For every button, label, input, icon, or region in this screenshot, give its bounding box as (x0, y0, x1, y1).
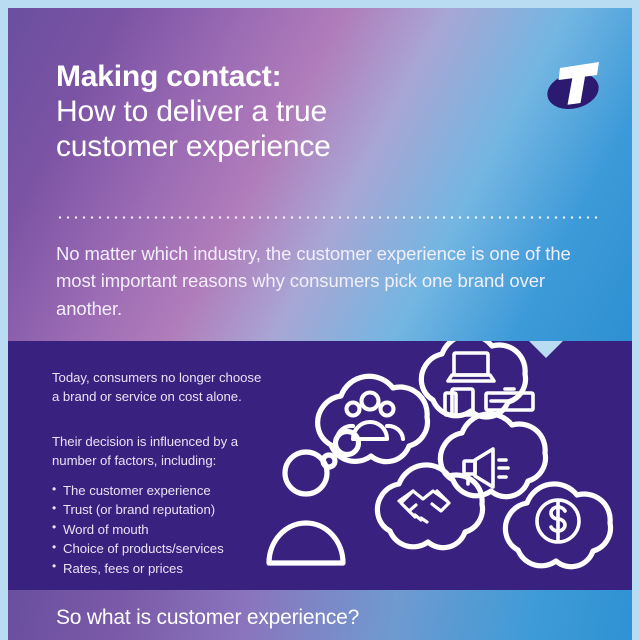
dotted-divider (56, 216, 600, 219)
thought-bubbles-illustration (258, 341, 632, 590)
factors-paragraph-2: Their decision is influenced by a number… (52, 434, 239, 468)
hero-subtitle: No matter which industry, the customer e… (56, 243, 571, 319)
title-line-3: customer experience (56, 129, 331, 163)
bottom-heading: So what is customer experience? (56, 606, 360, 629)
telstra-logo (542, 58, 604, 114)
page-title: Making contact: How to deliver a true cu… (56, 60, 331, 164)
list-item: Choice of products/services (52, 539, 287, 558)
list-item: Rates, fees or prices (52, 558, 287, 578)
hero-section: Making contact: How to deliver a true cu… (8, 8, 632, 341)
list-item: Word of mouth (52, 519, 287, 539)
list-item: Trust (or brand reputation) (52, 500, 287, 519)
bottom-section: So what is customer experience? (8, 590, 632, 640)
factors-section: Today, consumers no longer choose a bran… (8, 341, 632, 590)
list-item: The customer experience (52, 480, 287, 500)
title-line-1: Making contact: (56, 60, 282, 93)
factors-paragraph-1: Today, consumers no longer choose a bran… (52, 370, 262, 404)
title-line-2: How to deliver a true (56, 94, 327, 128)
factors-list: The customer experience Trust (or brand … (52, 480, 287, 578)
